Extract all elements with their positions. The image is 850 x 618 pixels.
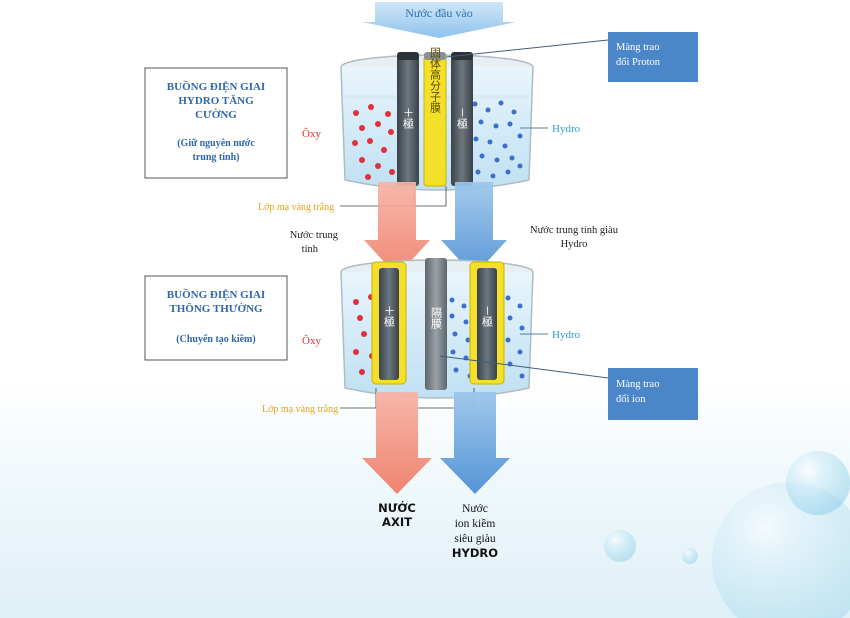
lower-desc-line1: (Chuyển tạo kiềm) — [176, 334, 255, 345]
alkaline-output-line1: Nước — [462, 503, 488, 515]
decorative-bubbles — [604, 451, 850, 618]
lower-plus-electrode-label: ＋極 — [383, 305, 396, 327]
ion-callout-line2: đổi ion — [616, 394, 646, 405]
mid-flow-arrows — [364, 182, 507, 276]
alkaline-output-line4: HYDRO — [452, 546, 498, 560]
upper-membrane-label: 固体高分子膜 — [429, 47, 442, 114]
proton-callout-line2: đổi Proton — [616, 57, 661, 68]
acid-output-arrow — [362, 392, 432, 494]
ion-callout-line1: Màng trao — [616, 379, 659, 390]
upper-minus-electrode — [451, 56, 473, 186]
lower-oxygen-label: Ôxy — [302, 335, 321, 347]
upper-chamber-title-box: BUỒNG ĐIỆN GIAI HYDRO TĂNG CƯỜNG (Giữ ng… — [144, 67, 288, 179]
lower-title-line1: BUỒNG ĐIỆN GIAI — [167, 288, 265, 301]
lower-membrane-label: 隔膜 — [430, 307, 443, 330]
lower-title-line2: THÔNG THƯỜNG — [169, 302, 263, 315]
mid-left-line2: tính — [302, 244, 319, 255]
lower-plus-electrode — [379, 268, 399, 380]
lower-chamber-title-box: BUỒNG ĐIỆN GIAI THÔNG THƯỜNG (Chuyển tạo… — [144, 275, 288, 361]
upper-plus-electrode — [397, 56, 419, 186]
alkaline-output-line2: ion kiềm — [455, 517, 496, 530]
ion-membrane-callout: Màng trao đổi ion — [439, 355, 698, 420]
lower-hydrogen-label: Hydro — [552, 329, 581, 341]
upper-title-line2: HYDRO TĂNG — [178, 95, 254, 107]
mid-right-line1: Nước trung tính giàu — [530, 225, 619, 236]
lower-ion-membrane — [425, 258, 447, 390]
input-water-arrow: Nước đầu vào — [362, 2, 516, 38]
upper-chamber: ＋極 固体高分子膜 －極 — [340, 47, 534, 191]
upper-coating-label: Lớp mạ vàng trắng — [258, 202, 334, 213]
proton-membrane-callout: Màng trao đổi Proton — [445, 32, 698, 82]
upper-oxygen-label: Ôxy — [302, 128, 321, 140]
acid-output-line1: NƯỚC — [378, 500, 416, 515]
lower-chamber: ＋極 隔膜 －極 — [340, 258, 534, 399]
lower-minus-electrode-label: －極 — [481, 305, 494, 327]
upper-desc-line1: (Giữ nguyên nước — [177, 138, 255, 149]
alkaline-output-arrow — [440, 392, 510, 494]
alkaline-output-line3: siêu giàu — [454, 533, 495, 545]
proton-callout-line1: Màng trao — [616, 42, 659, 53]
upper-desc-line2: trung tính) — [193, 152, 240, 163]
upper-hydrogen-dots — [472, 100, 523, 179]
upper-title-line3: CƯỜNG — [195, 109, 237, 121]
lower-minus-electrode — [477, 268, 497, 380]
mid-right-line2: Hydro — [561, 239, 588, 250]
upper-minus-electrode-label: －極 — [456, 107, 469, 129]
upper-hydrogen-label: Hydro — [552, 123, 581, 135]
mid-left-line1: Nước trung — [290, 230, 339, 241]
input-water-label: Nước đầu vào — [405, 6, 473, 20]
output-arrows — [362, 392, 510, 494]
acid-output-line2: AXIT — [382, 515, 412, 529]
upper-plus-electrode-label: ＋極 — [402, 107, 415, 129]
upper-oxygen-dots — [352, 104, 395, 180]
upper-title-line1: BUỒNG ĐIỆN GIAI — [167, 80, 265, 93]
lower-coating-label: Lớp mạ vàng trắng — [262, 404, 338, 415]
